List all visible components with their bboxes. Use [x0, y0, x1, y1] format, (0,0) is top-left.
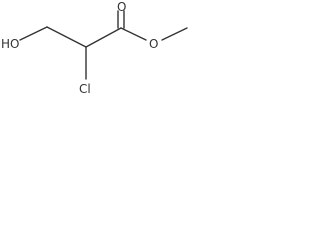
carbonyl-oxygen-label: O — [117, 0, 126, 14]
ester-oxygen-label: O — [149, 37, 158, 51]
bond-carbonyl-ester-oxygen — [120, 27, 147, 41]
hydroxyl-label: HO — [1, 37, 19, 51]
bond-ester-oxygen-methyl — [161, 27, 188, 41]
bond-hydroxyl-ch2 — [19, 26, 48, 41]
bond-lines — [19, 10, 188, 80]
bond-ch2-chcl — [46, 26, 87, 48]
chlorine-label: Cl — [79, 82, 91, 96]
bond-chcl-carbonyl — [85, 27, 122, 48]
chemical-structure: HO O O Cl — [1, 0, 188, 96]
